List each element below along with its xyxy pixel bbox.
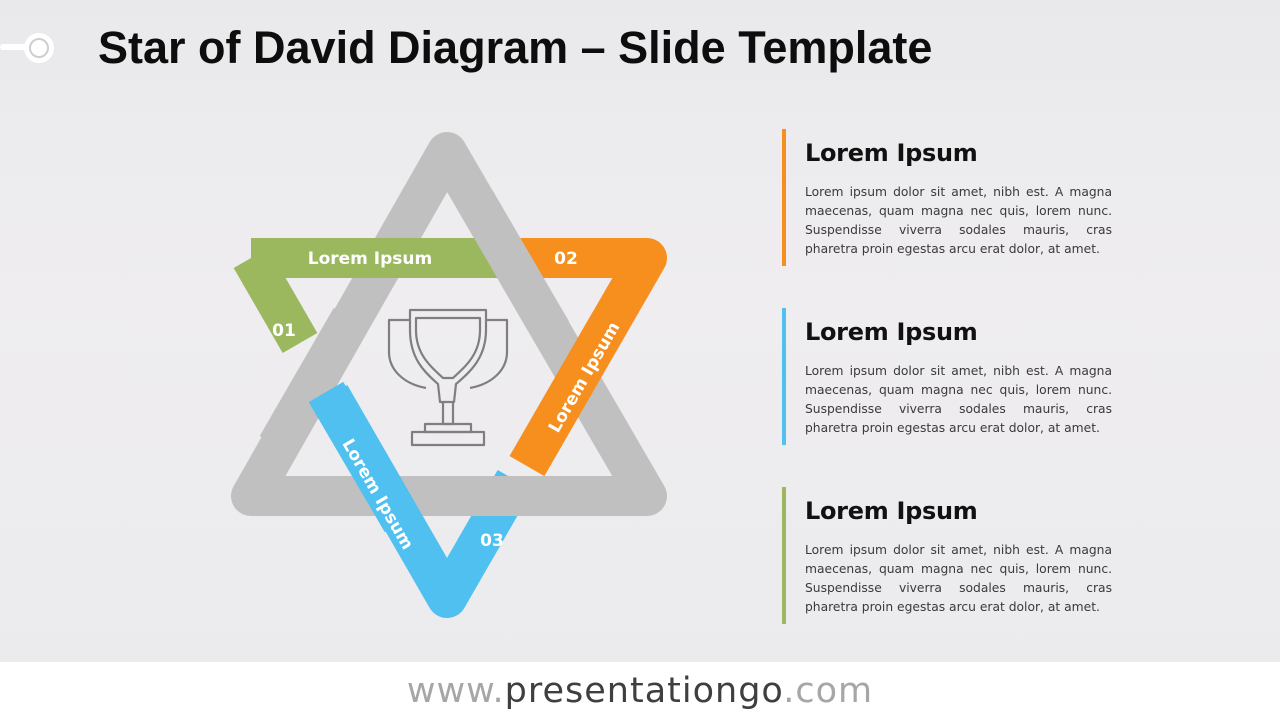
info-item-heading: Lorem Ipsum — [805, 318, 978, 346]
band-01-number: 01 — [272, 321, 296, 341]
info-item-text: Lorem ipsum dolor sit amet, nibh est. A … — [805, 364, 1112, 435]
logo-mark-icon — [0, 33, 54, 63]
blue-overlap — [308, 381, 420, 533]
footer-prefix: www. — [406, 671, 505, 711]
info-item-text: Lorem ipsum dolor sit amet, nibh est. A … — [805, 543, 1112, 614]
slide-canvas: Star of David Diagram – Slide Template L… — [0, 0, 1280, 662]
info-item-text: Lorem ipsum dolor sit amet, nibh est. A … — [805, 185, 1112, 256]
gray-overlap-left — [259, 307, 369, 457]
band-02-number: 02 — [554, 249, 578, 269]
gray-overlap-right-upper — [457, 189, 570, 343]
footer-suffix: .com — [783, 671, 874, 711]
star-of-david-diagram: Lorem Ipsum 01 02 Lorem Ipsum Lorem Ipsu… — [231, 132, 667, 618]
band-01-label: Lorem Ipsum — [308, 249, 433, 269]
accent-bar-blue — [782, 308, 786, 445]
accent-bar-orange — [782, 129, 786, 266]
orange-overlap — [509, 312, 628, 476]
info-item-heading: Lorem Ipsum — [805, 497, 978, 525]
footer-brand: presentationgo — [504, 671, 784, 711]
accent-bar-green — [782, 487, 786, 624]
info-item-heading: Lorem Ipsum — [805, 139, 978, 167]
footer-url[interactable]: www.presentationgo.com — [0, 662, 1280, 720]
trophy-icon — [387, 308, 509, 447]
band-03-number: 03 — [480, 531, 504, 551]
slide-title: Star of David Diagram – Slide Template — [98, 22, 933, 73]
